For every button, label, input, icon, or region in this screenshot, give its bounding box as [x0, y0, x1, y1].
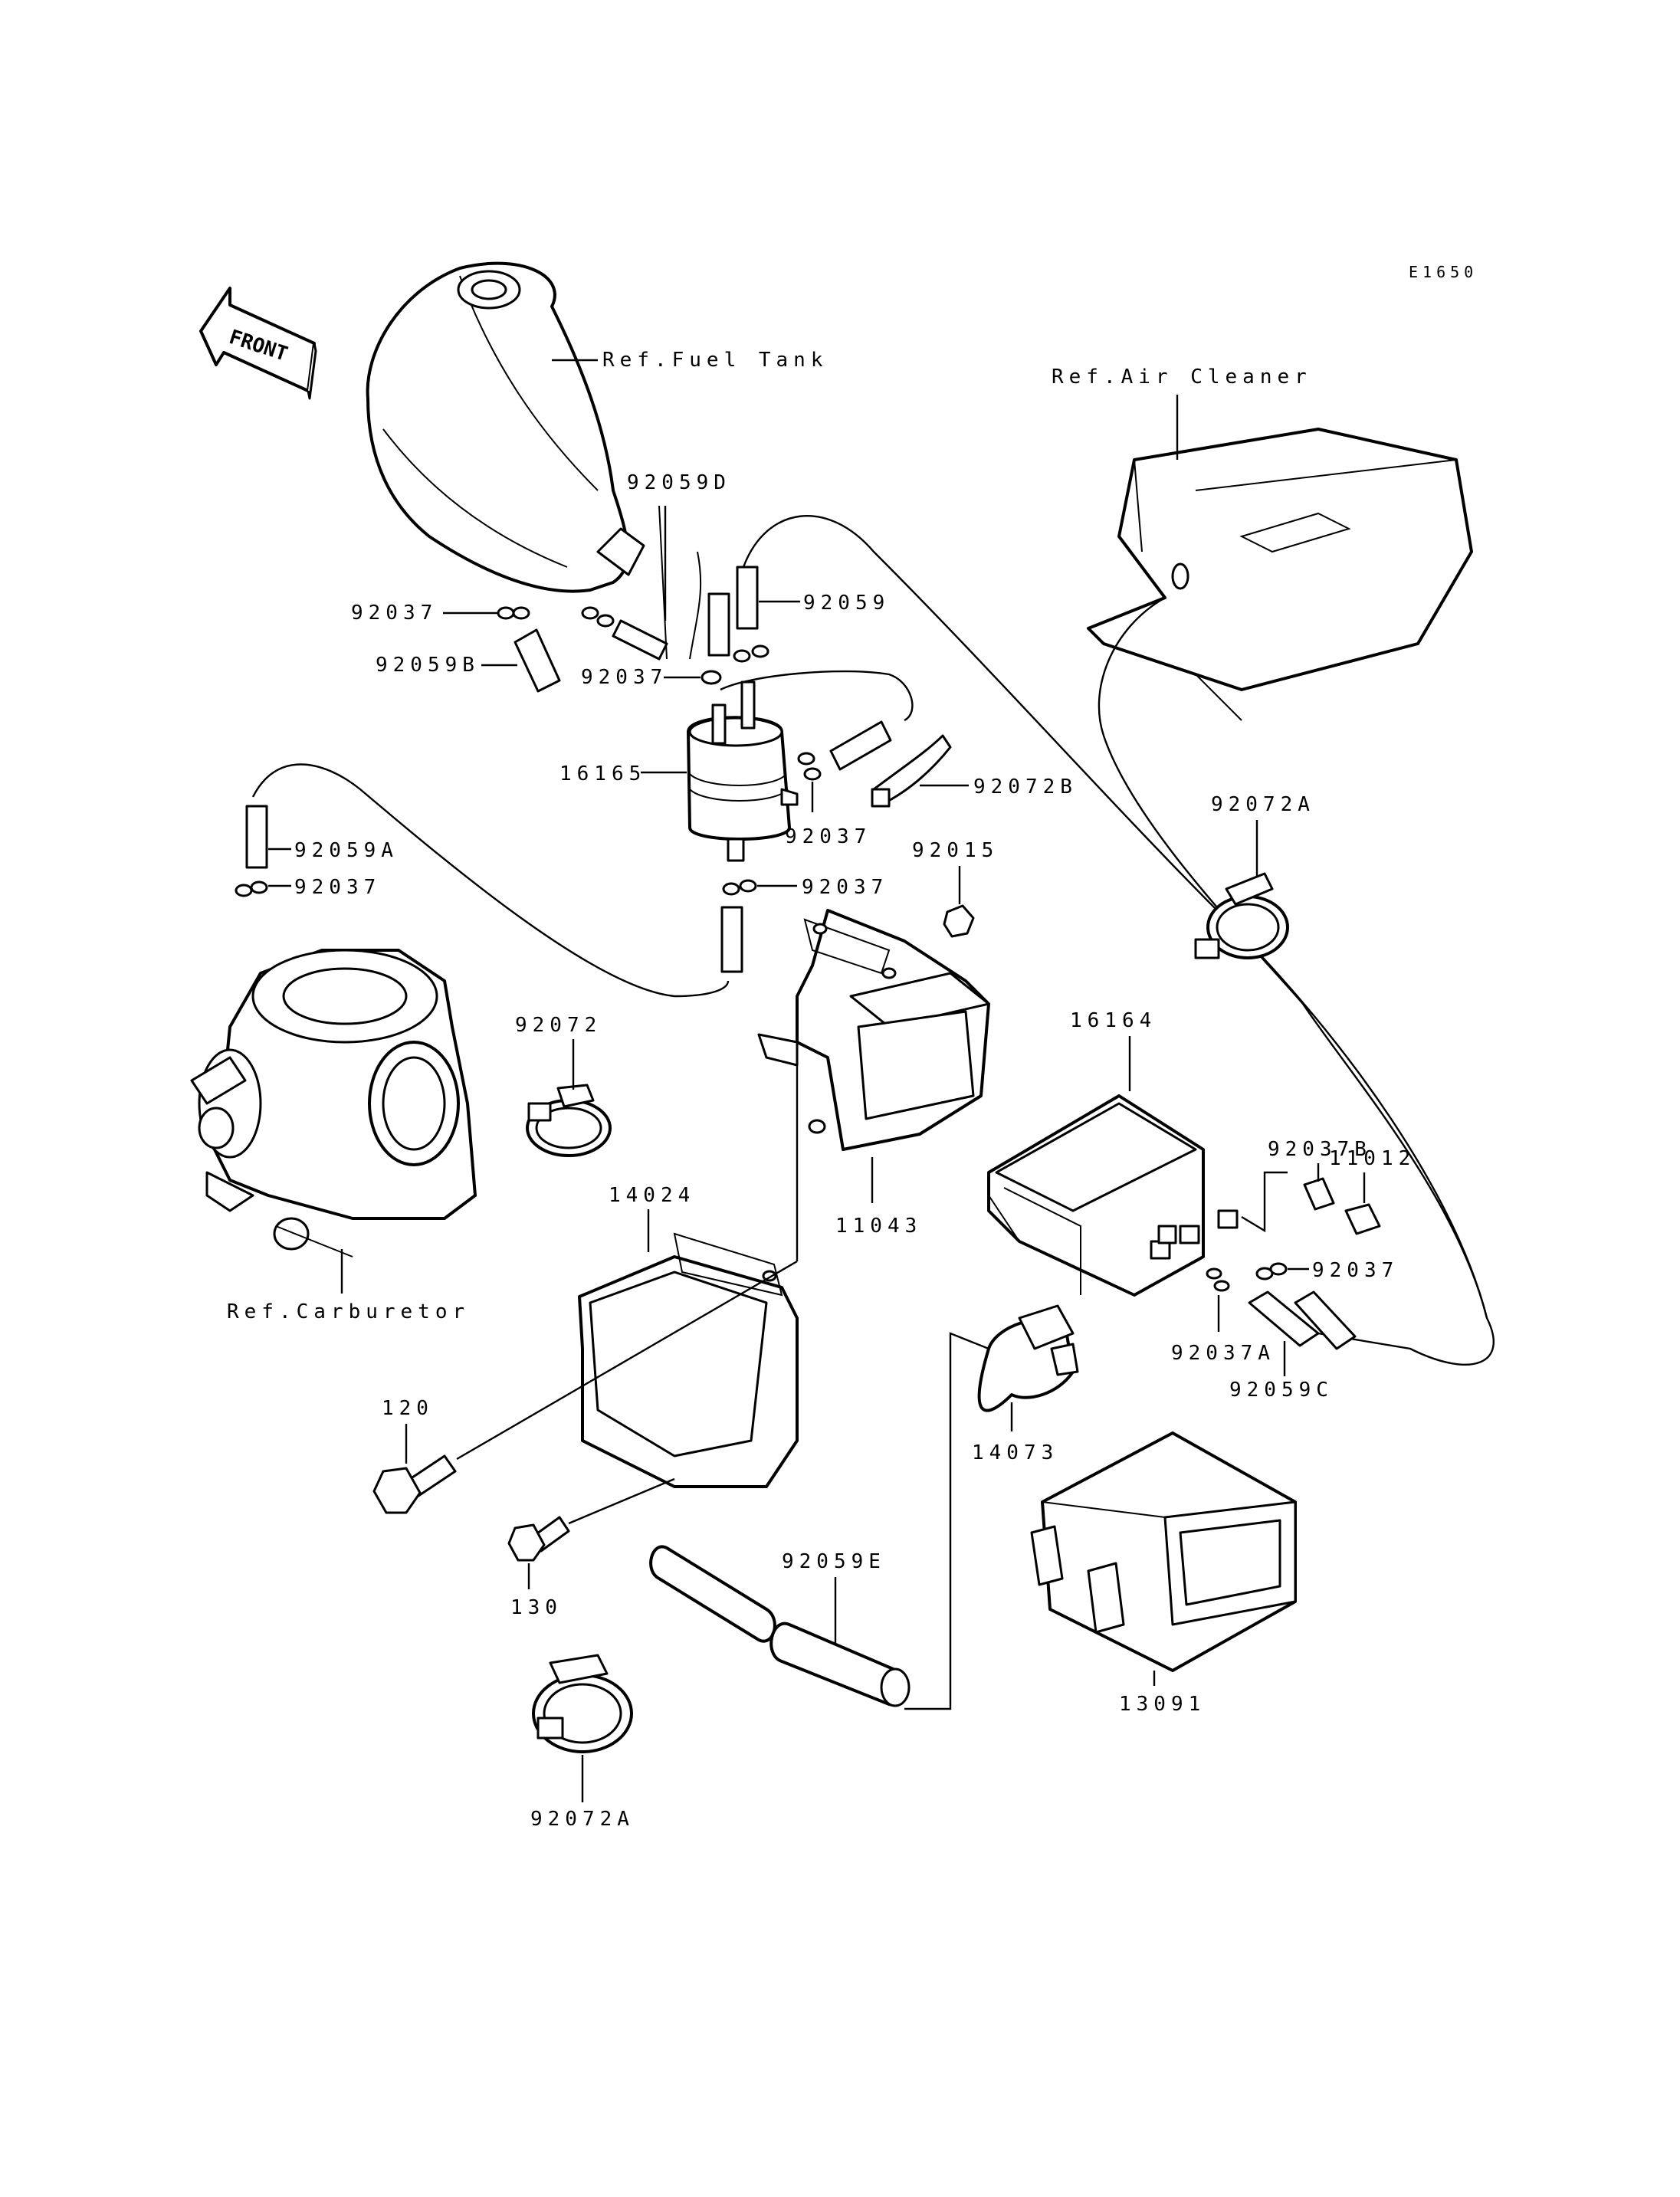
part-92037-c-label: 92037: [785, 825, 871, 848]
part-92059E-label: 92059E: [782, 1550, 886, 1573]
hose-short: [829, 720, 892, 771]
bolt-130: [507, 1516, 570, 1562]
hose-short: [720, 906, 743, 973]
filter-hose-line: [720, 670, 914, 722]
clip-icon: [722, 879, 757, 896]
part-92037B-label: 92037B: [1268, 1138, 1372, 1161]
clamp-92072: [526, 1084, 612, 1157]
cover-14024: [578, 1232, 799, 1488]
bolt-120: [372, 1454, 457, 1514]
hose-92059A: [245, 805, 268, 869]
clip-icon: [1255, 1262, 1288, 1280]
part-92037-b-label: 92037: [581, 666, 668, 689]
hose-92059B: [514, 628, 561, 693]
part-92072B-label: 92072B: [973, 776, 1078, 798]
bracket-92072B: [871, 734, 952, 808]
part-16165-label: 16165: [559, 762, 646, 785]
part-11012-label: 11012: [1329, 1147, 1416, 1170]
fuel-filter-16165: [687, 680, 799, 862]
part-92072A-bottom-label: 92072A: [530, 1808, 635, 1831]
clip-icon: [497, 606, 769, 663]
ref-fuel-tank-label: Ref.Fuel Tank: [602, 349, 829, 372]
part-120-label: 120: [382, 1397, 434, 1420]
part-14073-label: 14073: [972, 1441, 1058, 1464]
leader-line: [904, 1332, 989, 1710]
cap-11012: [1344, 1203, 1381, 1235]
carb-hose-line: [251, 763, 730, 998]
part-130-label: 130: [510, 1596, 563, 1619]
part-92037-d-label: 92037: [294, 876, 381, 899]
part-92059A-label: 92059A: [294, 839, 399, 862]
part-92059-label: 92059: [803, 592, 890, 615]
leader-line: [568, 1477, 675, 1525]
clip-icon: [1206, 1267, 1230, 1292]
elbow-14073: [977, 1304, 1079, 1412]
clip-icon: [235, 880, 268, 897]
ref-carburetor-label: Ref.Carburetor: [227, 1300, 470, 1323]
hose-92059D: [612, 505, 702, 661]
part-92072A-top-label: 92072A: [1211, 793, 1315, 816]
hose-92059C: [1248, 1290, 1357, 1350]
leader-line: [1241, 1171, 1288, 1233]
clip-92037B: [1303, 1177, 1335, 1211]
part-92037-e-label: 92037: [802, 876, 888, 899]
part-14024-label: 14024: [609, 1184, 695, 1207]
part-92015-label: 92015: [912, 839, 999, 862]
duct-13091: [1030, 1431, 1297, 1672]
nut-92015: [943, 904, 975, 938]
part-92059D-label: 92059D: [627, 471, 731, 494]
leader-line: [456, 1260, 798, 1461]
diagram-code: E1650: [1409, 263, 1478, 281]
part-13091-label: 13091: [1119, 1693, 1206, 1716]
hose-92059: [707, 566, 759, 657]
bracket-11043: [757, 909, 990, 1151]
part-92059B-label: 92059B: [376, 654, 480, 677]
clip-icon: [797, 752, 822, 781]
carburetor-part: [190, 949, 477, 1258]
part-92059C-label: 92059C: [1229, 1379, 1334, 1402]
part-92037-a-label: 92037: [351, 602, 438, 625]
clamp-92072A-bottom: [532, 1654, 633, 1753]
part-16164-label: 16164: [1070, 1009, 1157, 1032]
part-92072-label: 92072: [515, 1014, 602, 1037]
hose-92059E: [649, 1545, 911, 1707]
part-11043-label: 11043: [835, 1215, 922, 1238]
clip-icon: [701, 670, 722, 685]
fuel-tank-part: [366, 261, 645, 593]
clamp-92072A-top: [1194, 872, 1289, 959]
ref-air-cleaner-label: Ref.Air Cleaner: [1052, 366, 1312, 389]
part-92037-f-label: 92037: [1312, 1259, 1399, 1282]
part-92037A-label: 92037A: [1171, 1342, 1275, 1365]
canister-16164: [987, 1094, 1239, 1297]
front-arrow-icon: FRONT: [199, 287, 317, 400]
air-cleaner-part: [1087, 395, 1473, 721]
